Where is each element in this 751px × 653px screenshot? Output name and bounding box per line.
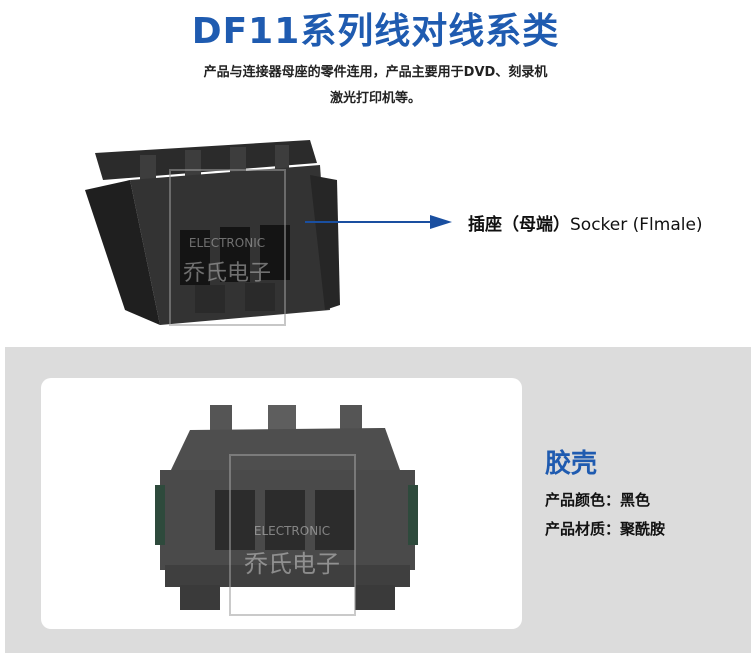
housing-edge <box>408 485 418 545</box>
housing-top-shell <box>170 428 400 472</box>
housing-cavity <box>265 490 305 550</box>
watermark-brand-en: ELECTRONIC <box>189 236 265 250</box>
socket-connector-image: ELECTRONIC 乔氏电子 <box>85 140 340 326</box>
page-title: DF11系列线对线系类 <box>191 11 560 52</box>
housing-cavity <box>215 490 255 550</box>
spec-material: 产品材质：聚酰胺 <box>545 518 665 539</box>
connector-foot <box>195 285 225 313</box>
description-line-1: 产品与连接器母座的零件连用，产品主要用于DVD、刻录机 <box>203 65 548 80</box>
watermark-brand-cn: 乔氏电子 <box>183 261 271 286</box>
housing-cavity <box>315 490 355 550</box>
spec-color: 产品颜色：黑色 <box>545 489 650 510</box>
spec-material-label: 产品材质： <box>545 520 621 538</box>
housing-bottom-rail <box>165 565 410 587</box>
connector-left-wing <box>85 180 160 325</box>
shell-title: 胶壳 <box>545 449 598 479</box>
housing-connector-image: ELECTRONIC 乔氏电子 <box>155 405 418 616</box>
socket-label-en: Socker (Flmale) <box>570 215 703 235</box>
housing-edge <box>155 485 165 545</box>
socket-label-cn: 插座（母端） <box>468 215 570 235</box>
connector-foot <box>245 283 275 311</box>
callout-arrow-icon <box>430 215 452 229</box>
brand-watermark: ELECTRONIC 乔氏电子 <box>169 169 286 326</box>
connector-cavity <box>180 230 210 285</box>
spec-color-label: 产品颜色： <box>545 491 621 509</box>
housing-top-tab <box>210 405 232 435</box>
connector-cavity <box>220 227 250 282</box>
watermark-brand-cn: 乔氏电子 <box>244 550 340 578</box>
connector-right-wing <box>310 175 340 310</box>
spec-color-value: 黑色 <box>620 491 651 509</box>
callout-line <box>305 221 435 223</box>
description-line-2: 激光打印机等。 <box>329 91 421 106</box>
watermark-brand-en: ELECTRONIC <box>254 524 330 538</box>
brand-watermark: ELECTRONIC 乔氏电子 <box>229 454 356 616</box>
socket-callout-label: 插座（母端）Socker (Flmale) <box>468 210 703 235</box>
spec-material-value: 聚酰胺 <box>620 520 666 538</box>
housing-foot <box>355 585 395 610</box>
housing-foot <box>180 585 220 610</box>
housing-top-tab <box>340 405 362 435</box>
